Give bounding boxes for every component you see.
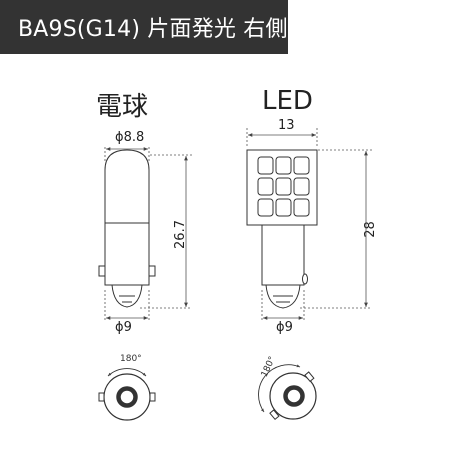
led-title: LED [262,86,313,116]
led-chip [257,177,274,196]
bulb-top-diameter-label: ϕ8.8 [115,130,145,145]
led-chip [257,156,274,175]
led-contact [265,284,301,309]
led-chip [293,177,310,196]
bulb-glass [104,149,150,224]
product-title: BA9S(G14) 片面発光 右側用 [18,17,310,42]
bulb-title: 電球 [96,92,149,122]
bulb-pin-left [98,265,106,277]
led-base [261,224,305,286]
bulb-base-diameter-label: ϕ9 [115,320,132,335]
led-chip [293,156,310,175]
led-chip [275,177,292,196]
led-pin [302,273,308,285]
led-chip [275,156,292,175]
bulb-base [104,222,150,286]
led-chip [275,198,292,217]
led-base-diameter-label: ϕ9 [276,320,293,335]
led-chip [293,198,310,217]
bulb-contact [111,284,143,308]
bulb-drawing [98,149,156,308]
led-chip [257,198,274,217]
led-bottom-view [258,364,317,421]
bulb-bottom-view [98,368,156,421]
led-width-label: 13 [278,118,295,133]
bulb-rotation-label: 180° [120,354,142,364]
led-chip-grid [257,156,310,217]
bulb-pin-right [148,265,156,277]
title-bar: BA9S(G14) 片面発光 右側用 [0,0,310,54]
